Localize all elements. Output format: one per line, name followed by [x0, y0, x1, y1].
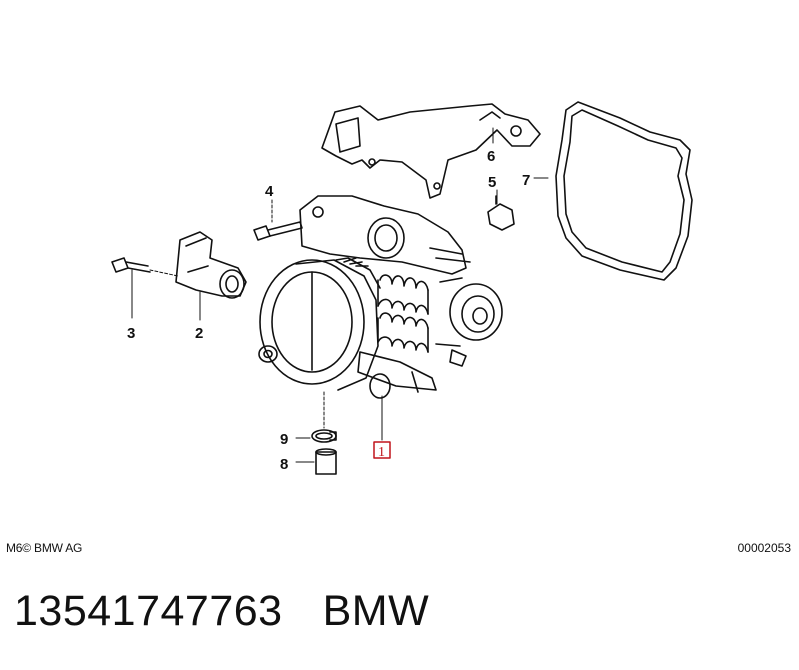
callout-7: 7 [522, 172, 530, 189]
callout-3: 3 [127, 325, 135, 342]
sensor-part-2 [175, 231, 247, 299]
callouts: 1 2 3 4 5 6 7 8 9 [127, 148, 530, 473]
bolt-part-4 [253, 221, 303, 241]
callout-6: 6 [487, 148, 495, 165]
leader-lines [131, 127, 549, 463]
bracket-part-6 [321, 103, 541, 199]
callout-8: 8 [280, 456, 288, 473]
screw-part-3 [111, 257, 151, 273]
parts-diagram: 1 2 3 4 5 6 7 8 9 [111, 101, 693, 475]
callout-4: 4 [265, 183, 274, 200]
part-number: 13541747763 [14, 587, 283, 635]
drawing-number: 00002053 [737, 541, 791, 555]
clip-part-5 [487, 195, 515, 231]
callout-9: 9 [280, 431, 288, 448]
throttle-body-part-1 [258, 195, 503, 399]
clamp-part-9 [311, 429, 337, 443]
callout-1: 1 [378, 445, 385, 460]
callout-1-box [373, 441, 391, 459]
copyright-text: M6© BMW AG [6, 541, 83, 555]
callout-2: 2 [195, 325, 203, 342]
sleeve-part-8 [315, 448, 337, 475]
part-title: 13541747763 BMW [14, 587, 429, 636]
brand-name: BMW [322, 587, 430, 635]
gasket-part-7 [555, 101, 693, 281]
callout-5: 5 [488, 174, 496, 191]
